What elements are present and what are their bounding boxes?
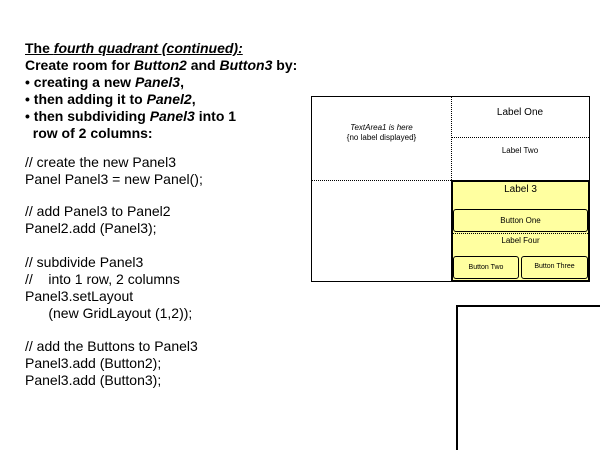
- divider: [312, 180, 451, 181]
- heading: The fourth quadrant (continued):: [25, 40, 243, 57]
- intro-text: Button2: [133, 57, 187, 73]
- bullet: • then adding it to Panel2,: [25, 91, 196, 108]
- code-line: // add Panel3 to Panel2: [25, 203, 171, 219]
- bullet-text: • then adding it to: [25, 91, 147, 107]
- bullet-text: • creating a new: [25, 74, 135, 90]
- code-line: Panel Panel3 = new Panel();: [25, 171, 203, 187]
- intro-text: Button3: [219, 57, 273, 73]
- bullet: • creating a new Panel3,: [25, 74, 184, 91]
- divider: [451, 97, 452, 180]
- code-line: Panel2.add (Panel3);: [25, 220, 157, 236]
- bullet-text: row of 2 columns:: [25, 125, 153, 141]
- label-four: Label Four: [501, 236, 540, 245]
- button-three[interactable]: Button Three: [521, 256, 588, 279]
- bullet: • then subdividing Panel3 into 1: [25, 108, 236, 125]
- frame-outline: [456, 305, 600, 450]
- label-3: Label 3: [504, 184, 537, 195]
- button-two[interactable]: Button Two: [453, 256, 519, 279]
- code-line: Panel3.add (Button2);: [25, 355, 162, 371]
- code-line: // add the Buttons to Panel3: [25, 338, 198, 354]
- layout-diagram: TextArea1 is here {no label displayed} L…: [311, 96, 590, 282]
- bullet-text: ,: [180, 74, 184, 90]
- code-line: (new GridLayout (1,2));: [25, 305, 193, 321]
- heading-italic: fourth quadrant (continued):: [53, 40, 243, 56]
- bullet-text: into 1: [194, 108, 237, 124]
- intro-text: Create room for: [25, 57, 134, 73]
- code-line: // create the new Panel3: [25, 154, 176, 170]
- intro-text: by:: [272, 57, 298, 73]
- bullet-text: • then subdividing: [25, 108, 150, 124]
- label-one: Label One: [496, 107, 544, 118]
- textarea-label: TextArea1 is here: [350, 123, 413, 132]
- intro: Create room for Button2 and Button3 by:: [25, 57, 297, 74]
- divider: [451, 137, 589, 138]
- bullet: row of 2 columns:: [25, 125, 153, 142]
- bullet-text: Panel2: [146, 91, 192, 107]
- code-line: Panel3.add (Button3);: [25, 372, 162, 388]
- heading-prefix: The: [25, 40, 54, 56]
- code-line: // subdivide Panel3: [25, 254, 144, 270]
- button-one[interactable]: Button One: [453, 209, 588, 232]
- bullet-text: Panel3: [149, 108, 195, 124]
- intro-text: and: [186, 57, 220, 73]
- bullet-text: ,: [191, 91, 196, 107]
- code-line: Panel3.setLayout: [25, 288, 134, 304]
- panel3-highlight: Label 3 Button One Label Four Button Two…: [451, 180, 590, 282]
- textarea-label: {no label displayed}: [346, 133, 417, 142]
- label-two: Label Two: [501, 146, 539, 155]
- code-line: // into 1 row, 2 columns: [25, 271, 180, 287]
- divider: [453, 233, 588, 234]
- bullet-text: Panel3: [134, 74, 181, 90]
